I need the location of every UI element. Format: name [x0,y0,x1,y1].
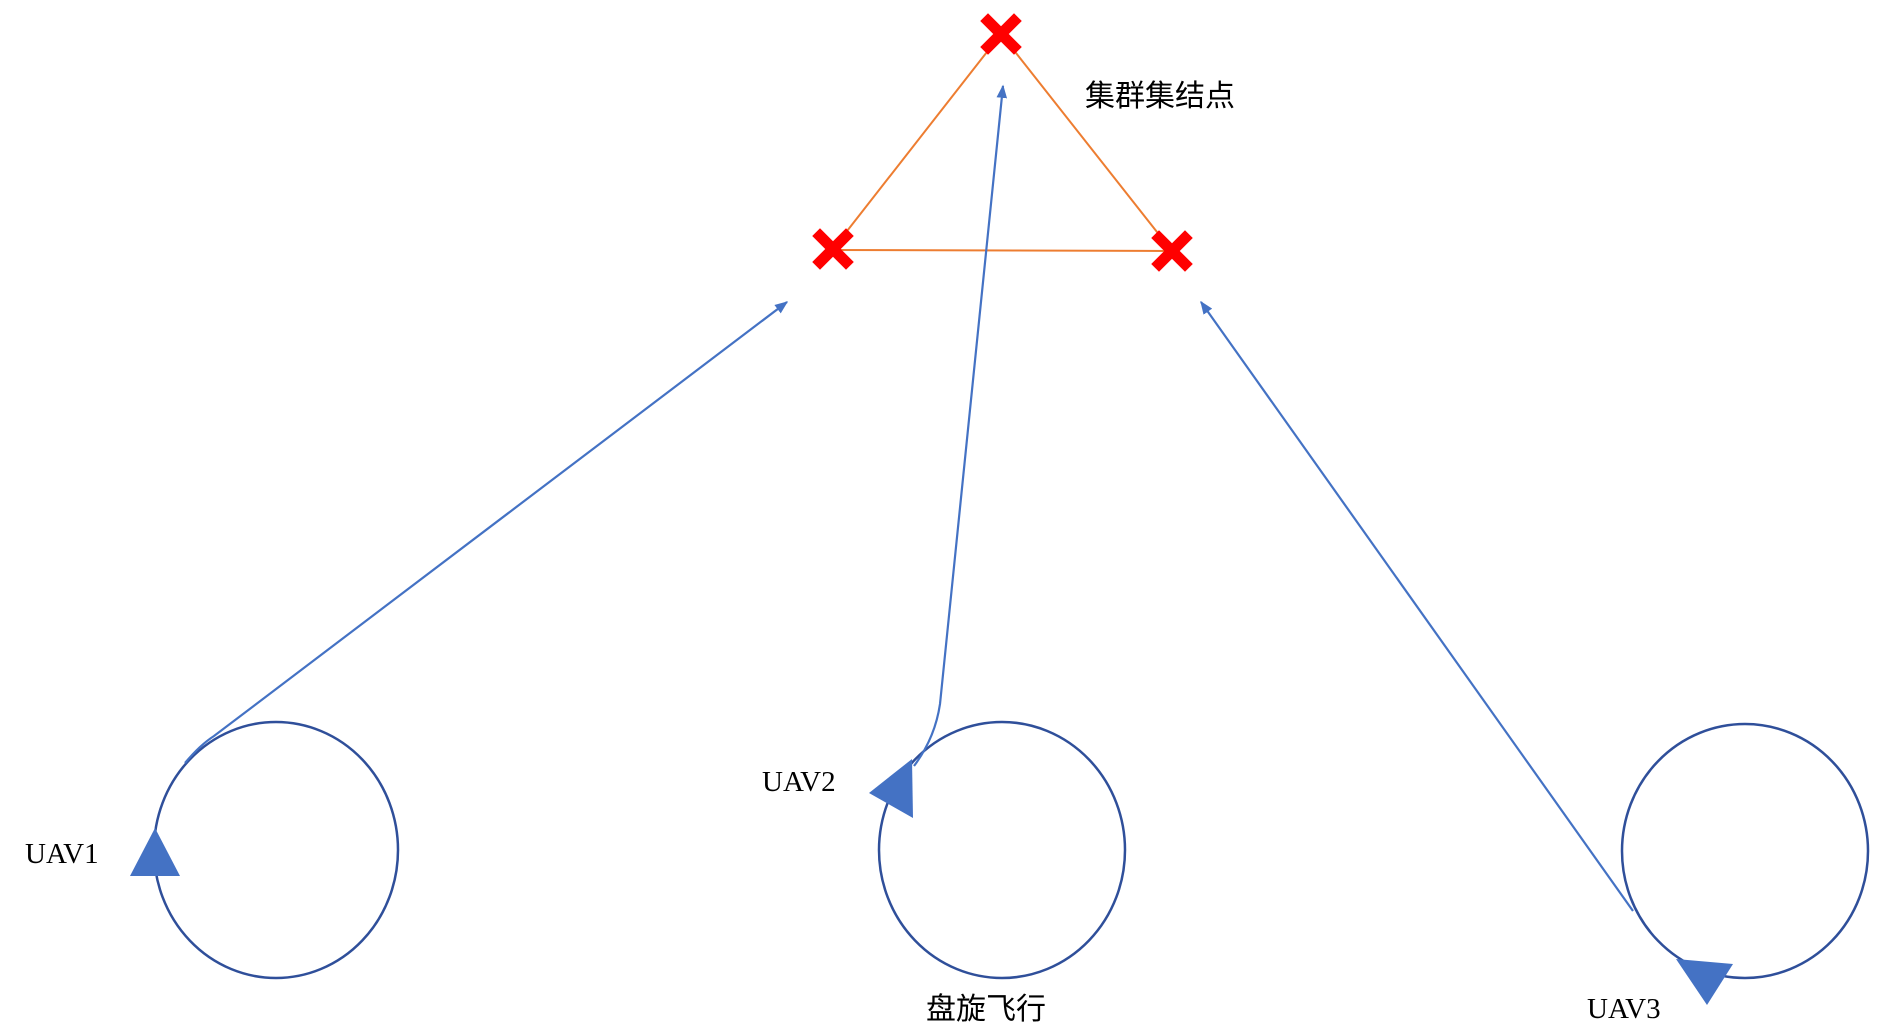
cross-mark-icon [1151,230,1193,272]
loiter-circle-uav3 [1620,722,1870,980]
loiter-circle-uav1 [152,720,400,980]
flight-path-uav1 [184,301,789,764]
uav-markers [130,759,1733,1005]
loiter-label: 盘旋飞行 [926,992,1046,1027]
uav2-label: UAV2 [762,766,836,798]
rally-point-label: 集群集结点 [1085,79,1235,114]
labels: 集群集结点 盘旋飞行 UAV1 UAV2 UAV3 [25,79,1661,1027]
cross-mark-icon [812,228,854,270]
formation-triangle [832,33,1173,252]
triangle-icon [869,759,913,818]
flight-paths [184,84,1634,912]
formation-edge-top-left [832,33,1002,250]
triangle-icon [1676,959,1733,1005]
loiter-circle-uav2 [877,720,1127,980]
rally-markers [812,13,1193,272]
loiter-circles [152,720,1870,980]
uav1-label: UAV1 [25,838,99,870]
triangle-icon [130,828,180,876]
flight-path-uav2 [913,84,1008,767]
flight-path-uav3 [1200,300,1634,912]
formation-edge-top-right [1000,33,1173,252]
cross-mark-icon [980,13,1022,55]
uav3-label: UAV3 [1587,993,1661,1025]
formation-edge-bottom [832,249,1173,252]
